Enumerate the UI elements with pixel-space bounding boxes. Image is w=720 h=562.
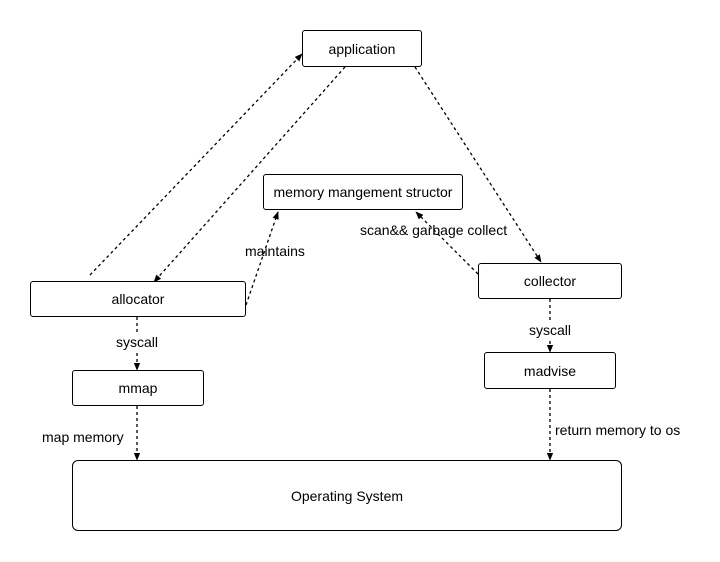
node-collector: collector: [478, 263, 622, 299]
node-memory-management-structure: memory mangement structor: [263, 174, 463, 210]
node-madvise: madvise: [484, 352, 616, 389]
edge-label-syscall-right: syscall: [528, 322, 573, 338]
edge-collector-to-memory-structure: [415, 211, 479, 275]
edge-label-maintains: maintains: [245, 243, 305, 259]
edge-allocator-to-memory-structure: [245, 211, 279, 306]
edge-label-map-memory: map memory: [42, 429, 124, 445]
node-mmap: mmap: [72, 370, 204, 406]
node-application: application: [302, 30, 422, 67]
edge-allocator-to-application: [89, 53, 303, 276]
edge-application-to-collector: [414, 66, 542, 263]
edge-label-return-memory-to-os: return memory to os: [554, 422, 682, 438]
edge-label-scan-garbage-collect: scan&& garbage collect: [360, 222, 508, 238]
node-operating-system: Operating System: [72, 460, 622, 531]
node-allocator: allocator: [30, 281, 246, 317]
edge-label-syscall-left: syscall: [115, 334, 160, 350]
